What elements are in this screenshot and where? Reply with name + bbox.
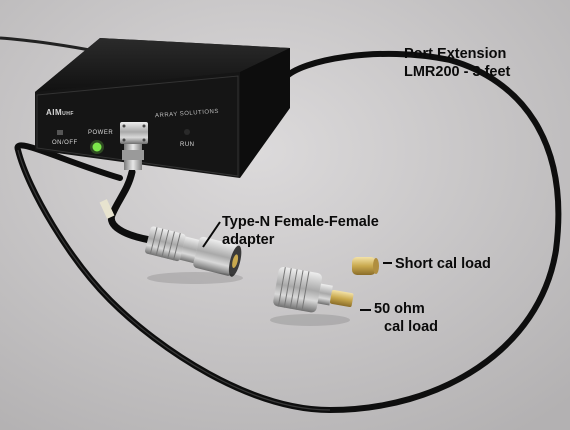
short-cal-load	[352, 257, 379, 275]
power-led	[92, 142, 102, 152]
n-female-female-adapter	[145, 226, 242, 277]
port-extension-annotation: Port Extension LMR200 - 3 feet	[404, 45, 510, 81]
adapter-line2: adapter	[222, 232, 275, 248]
port-extension-line2: LMR200 - 3 feet	[404, 64, 511, 80]
cable-highlight	[17, 149, 331, 411]
device-power-label: POWER	[88, 130, 114, 136]
run-led	[184, 129, 190, 135]
fifty-ohm-line2: cal load	[384, 319, 438, 335]
fifty-ohm-line1: 50 ohm	[374, 301, 425, 317]
adapter-annotation: Type-N Female-Female adapter	[222, 213, 379, 249]
port-extension-line1: Port Extension	[404, 46, 507, 62]
short-load-annotation: Short cal load	[395, 256, 491, 272]
device-n-connector	[120, 122, 148, 170]
device-brand: AIMUHF	[46, 108, 74, 117]
device-run-label: RUN	[180, 142, 195, 148]
fifty-ohm-annotation: 50 ohm cal load	[374, 300, 438, 336]
fifty-ohm-cal-load	[273, 266, 354, 313]
cable-label-tag	[99, 199, 115, 219]
device-onoff-label: ON/OFF	[52, 140, 78, 146]
arrow-icon	[202, 221, 221, 248]
adapter-line1: Type-N Female-Female	[222, 214, 379, 230]
on-off-switch	[57, 130, 63, 135]
